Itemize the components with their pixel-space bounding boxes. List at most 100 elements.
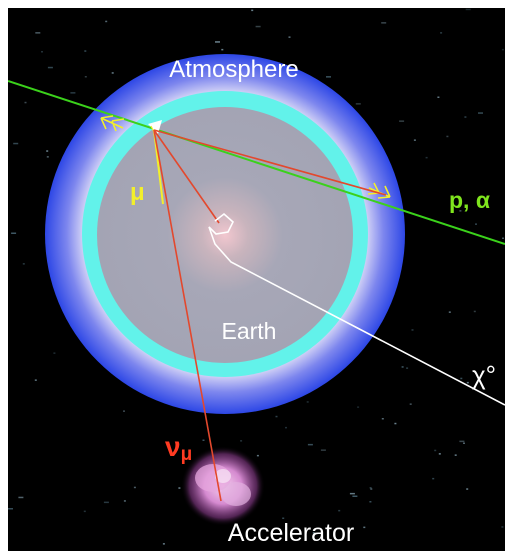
atmosphere-label: Atmosphere xyxy=(169,56,298,83)
starfield xyxy=(8,8,504,545)
earth-label: Earth xyxy=(222,318,277,344)
star xyxy=(307,443,313,446)
neutrino-track-accelerator xyxy=(153,129,222,502)
star xyxy=(53,352,56,354)
star xyxy=(133,486,136,489)
accelerator-label: Accelerator xyxy=(228,519,354,547)
accelerator-nebula xyxy=(181,446,265,526)
star xyxy=(438,453,441,455)
star xyxy=(123,410,125,412)
star xyxy=(478,112,483,114)
cosmic-ray-arrow-left xyxy=(100,115,125,132)
star xyxy=(369,501,372,503)
star xyxy=(83,510,86,513)
star xyxy=(446,135,449,138)
star xyxy=(22,263,25,265)
star xyxy=(285,426,287,429)
star xyxy=(46,150,49,152)
star xyxy=(35,32,41,34)
star xyxy=(355,103,361,105)
star xyxy=(501,526,504,528)
star xyxy=(475,223,477,225)
star xyxy=(448,311,451,313)
star xyxy=(202,439,205,441)
star xyxy=(240,440,243,442)
star xyxy=(162,543,165,545)
star xyxy=(13,142,19,145)
star xyxy=(502,237,504,239)
star xyxy=(463,442,465,444)
neutrino-diagram: Atmosphere Earth Accelerator p, α μ νμ χ… xyxy=(8,8,505,547)
star xyxy=(282,517,285,519)
star xyxy=(11,232,17,234)
cosmic-ray-line xyxy=(8,80,505,245)
star xyxy=(251,9,254,12)
star xyxy=(434,449,437,452)
star xyxy=(111,72,114,74)
star xyxy=(459,440,465,443)
star xyxy=(369,487,372,489)
zenith-angle-line xyxy=(208,212,505,406)
star xyxy=(501,48,504,51)
star xyxy=(370,488,373,490)
star xyxy=(312,532,315,534)
star xyxy=(460,377,463,380)
zenith-angle-label: χ° xyxy=(472,360,496,390)
neutrino-subscript: μ xyxy=(181,444,193,465)
star xyxy=(357,406,360,408)
star xyxy=(399,120,405,122)
star xyxy=(215,41,220,43)
star xyxy=(275,415,278,418)
star xyxy=(464,116,467,118)
star xyxy=(432,477,435,480)
star xyxy=(18,496,24,499)
neutrino-track-right xyxy=(153,129,387,196)
star xyxy=(41,51,43,53)
star xyxy=(465,8,471,11)
star xyxy=(459,210,462,212)
star xyxy=(320,449,326,451)
star xyxy=(381,22,387,24)
star xyxy=(34,379,37,381)
neutrino-label: νμ xyxy=(165,431,192,465)
star xyxy=(466,381,469,384)
star xyxy=(70,92,76,94)
star xyxy=(47,66,53,69)
star xyxy=(306,401,309,403)
star xyxy=(288,36,291,38)
star xyxy=(338,509,341,512)
particles-label: p, α xyxy=(449,187,490,213)
star xyxy=(437,96,440,98)
star xyxy=(413,139,416,141)
neutrino-track-center xyxy=(153,129,220,224)
star xyxy=(255,25,261,28)
star xyxy=(363,526,366,529)
star xyxy=(394,422,397,425)
star xyxy=(381,418,384,420)
star xyxy=(406,367,409,369)
star xyxy=(425,156,428,159)
star xyxy=(103,501,109,504)
star xyxy=(352,495,358,497)
star xyxy=(473,310,476,313)
star xyxy=(349,492,355,495)
star xyxy=(46,156,49,158)
star xyxy=(123,500,126,502)
star xyxy=(221,48,224,51)
star xyxy=(84,76,87,78)
star xyxy=(401,366,404,368)
star xyxy=(326,76,331,78)
star xyxy=(250,527,253,530)
diagram-canvas: Atmosphere Earth Accelerator p, α μ νμ χ… xyxy=(8,8,505,551)
muon-label: μ xyxy=(130,179,145,206)
star xyxy=(24,101,27,104)
neutrino-symbol: ν xyxy=(165,431,181,462)
star xyxy=(84,50,87,52)
star xyxy=(454,454,457,456)
star xyxy=(409,403,412,405)
star xyxy=(8,508,13,510)
star xyxy=(105,20,108,23)
star xyxy=(178,487,181,489)
star xyxy=(256,454,259,457)
star xyxy=(411,329,414,331)
